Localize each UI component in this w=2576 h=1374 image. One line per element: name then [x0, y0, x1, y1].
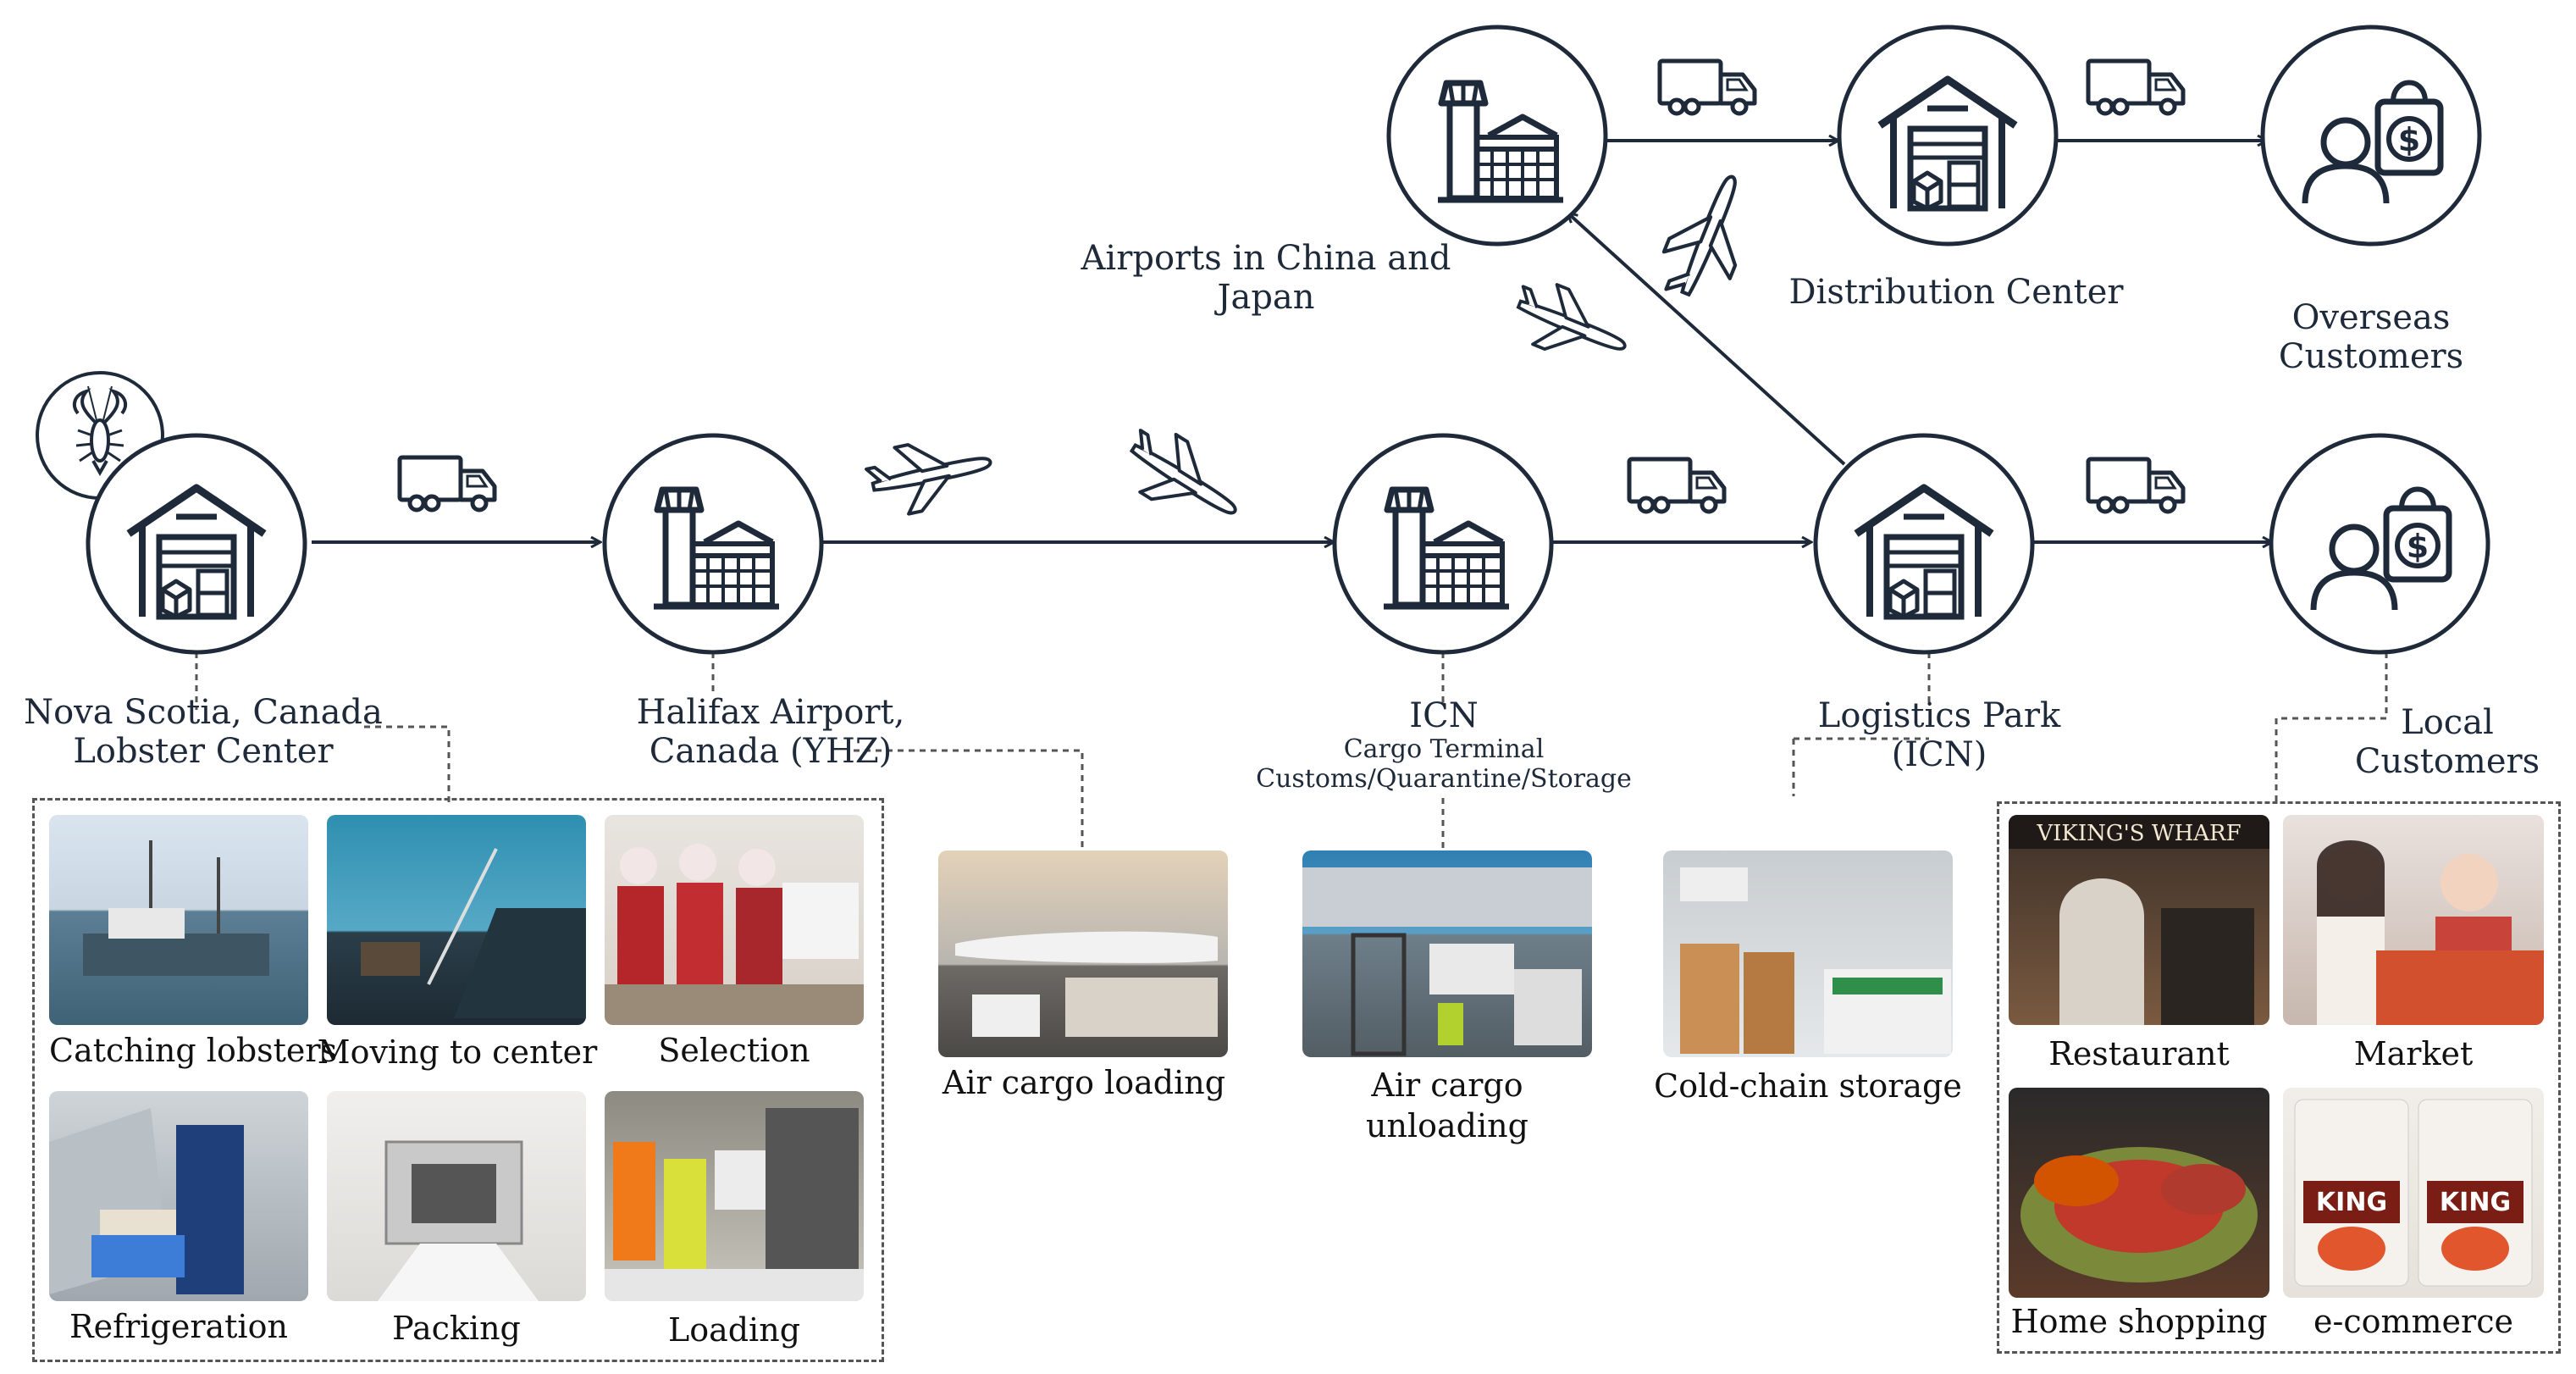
caption-packing: Packing — [392, 1310, 521, 1347]
unloading-icon — [1302, 867, 1592, 1056]
brand-text: KING — [2316, 1188, 2387, 1217]
truck-icon — [2088, 459, 2183, 512]
truck-icon — [1660, 61, 1755, 114]
caption-moving-to-center: Moving to center — [317, 1033, 598, 1071]
label-line: Japan — [1217, 278, 1315, 317]
photo-air-cargo-unloading — [1302, 850, 1592, 1057]
label-subline: Customs/Quarantine/Storage — [1256, 763, 1632, 794]
node-lobster-center — [36, 371, 307, 655]
loaders-icon — [605, 1108, 864, 1301]
photo-home-shopping — [2009, 1088, 2269, 1298]
node-halifax-airport — [602, 433, 824, 655]
label-line: Nova Scotia, Canada — [24, 693, 383, 732]
airplane-icon — [1502, 271, 1639, 379]
label-line: Canada (YHZ) — [649, 732, 893, 771]
label-subline: Cargo Terminal — [1343, 734, 1545, 764]
caption-restaurant: Restaurant — [2048, 1035, 2230, 1072]
edge-logistics-to-airports-cj — [1568, 213, 1846, 466]
caption-selection: Selection — [658, 1032, 810, 1069]
label-line: Distribution Center — [1788, 273, 2124, 312]
node-local-customers — [2269, 433, 2490, 655]
label-halifax-airport: Halifax Airport, Canada (YHZ) — [593, 693, 948, 771]
boat-icon — [83, 840, 269, 976]
brand-text: KING — [2440, 1188, 2511, 1217]
caption-cold-chain-storage: Cold-chain storage — [1654, 1067, 1962, 1105]
label-line: Customers — [2278, 337, 2464, 376]
photo-refrigeration — [49, 1091, 308, 1301]
caption-refrigeration: Refrigeration — [69, 1308, 288, 1345]
truck-icon — [2088, 61, 2183, 114]
restaurant-front-icon: VIKING'S WHARF — [2009, 815, 2269, 1025]
label-line: Halifax Airport, — [636, 693, 905, 732]
photo-catching-lobsters — [49, 815, 308, 1025]
caption-home-shopping: Home shopping — [2010, 1303, 2268, 1340]
node-icn — [1332, 433, 1554, 655]
caption-catching-lobsters: Catching lobsters — [49, 1032, 338, 1069]
truck-icon — [1629, 459, 1724, 512]
product-packages-icon: KING KING — [2294, 1099, 2533, 1287]
photo-air-cargo-loading — [938, 850, 1228, 1057]
label-icn: ICN Cargo Terminal Customs/Quarantine/St… — [1219, 696, 1668, 794]
caption-air-cargo-loading: Air cargo loading — [942, 1064, 1226, 1101]
cargo-plane-icon — [955, 931, 1218, 1037]
airplane-icon — [1651, 163, 1766, 310]
label-line: ICN — [1409, 696, 1479, 735]
label-local-customers: Local Customers — [2337, 703, 2557, 781]
caption-loading: Loading — [667, 1311, 801, 1349]
label-line: Customers — [2354, 742, 2540, 781]
photo-e-commerce: KING KING — [2283, 1088, 2544, 1298]
photo-packing — [327, 1091, 586, 1301]
market-shoppers-icon — [2317, 840, 2544, 1025]
freezer-icon — [49, 1108, 244, 1294]
caption-e-commerce: e-commerce — [2313, 1303, 2513, 1340]
label-line: Logistics Park — [1817, 696, 2061, 735]
label-line: Airports in China and — [1081, 239, 1451, 278]
photo-loading — [605, 1091, 864, 1301]
airplane-icon — [861, 427, 999, 523]
label-logistics-park: Logistics Park (ICN) — [1778, 696, 2100, 774]
label-line: (ICN) — [1891, 735, 1987, 774]
label-overseas-customers: Overseas Customers — [2253, 298, 2490, 376]
caption-market: Market — [2353, 1035, 2474, 1072]
canada-photo-group — [32, 798, 884, 1362]
storage-boxes-icon — [1680, 867, 1951, 1054]
photo-cold-chain-storage — [1663, 850, 1953, 1057]
photo-selection — [605, 815, 864, 1025]
airplane-icon — [1111, 415, 1255, 542]
label-distribution-center: Distribution Center — [1778, 273, 2134, 312]
flow-lines — [312, 141, 2271, 542]
node-overseas-customers — [2260, 25, 2482, 247]
node-distribution-center — [1837, 25, 2059, 247]
label-lobster-center: Nova Scotia, Canada Lobster Center — [17, 693, 390, 771]
caption-line: Air cargo — [1371, 1067, 1523, 1104]
leader-lines — [195, 652, 2388, 852]
restaurant-sign-text: VIKING'S WHARF — [2036, 821, 2241, 846]
node-logistics-park — [1813, 433, 2035, 655]
photo-restaurant: VIKING'S WHARF — [2009, 815, 2269, 1025]
workers-icon — [605, 844, 864, 1025]
photo-moving-to-center — [327, 815, 586, 1025]
korea-photo-group — [1997, 801, 2561, 1354]
packing-machine-icon — [378, 1140, 539, 1301]
label-airports-china-japan: Airports in China and Japan — [1059, 239, 1473, 317]
crane-icon — [361, 848, 586, 1018]
caption-air-cargo-unloading: Air cargo unloading — [1302, 1066, 1592, 1146]
node-airports-china-japan — [1386, 25, 1608, 247]
caption-line: unloading — [1366, 1106, 1528, 1144]
label-line: Overseas — [2291, 298, 2451, 337]
seafood-platter-icon — [2020, 1147, 2258, 1283]
photo-market — [2283, 815, 2544, 1025]
label-line: Local — [2401, 703, 2494, 742]
truck-icon — [400, 457, 495, 510]
label-line: Lobster Center — [73, 732, 334, 771]
